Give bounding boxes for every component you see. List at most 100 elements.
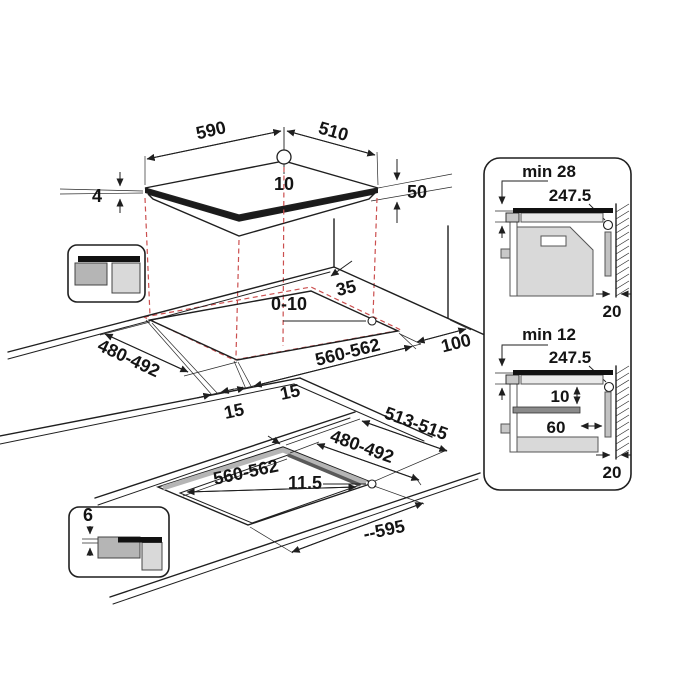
hob-glass-section [513,208,613,213]
dim-line-560 [253,346,413,388]
worktop-right-edge [333,266,488,337]
worktop-back-edge [94,411,356,499]
dim-line-480b [316,443,420,481]
dim-label-100: 100 [439,330,473,357]
inner-cutout-inline [182,458,288,497]
red-projection-line [144,197,151,317]
ext-tick [289,441,320,454]
ext-line [249,526,294,554]
red-projection-line [235,239,240,357]
dim-line-480 [104,333,189,373]
rebate-corner-hole [367,479,377,489]
flush-mount-detail-icon: 6 [68,505,170,578]
ext-line [285,418,361,446]
dim-arrow-35 [330,260,353,277]
dim-label-595: --595 [361,516,406,544]
worktop-back-edge-2 [97,417,351,506]
ext-line [377,173,453,189]
dim-line-590 [146,130,282,161]
icon-hob-body-block [141,542,163,571]
label-min-12: min 12 [522,325,576,344]
red-hob-footprint [142,286,403,361]
hob-glass-edge [145,188,378,221]
hob-trim-cap [505,212,520,223]
ext-line [145,319,213,396]
ext-line [373,485,425,505]
shelf-bar [512,406,581,414]
standard-mount-detail-icon [67,244,146,303]
red-projection-line [282,166,285,347]
red-projection-line [372,197,378,318]
worktop-front-right-edge-2 [293,383,425,442]
dim-label-0-10: 0-10 [271,294,307,314]
hob-trim-cap [505,374,520,385]
dim-line-595 [291,502,424,553]
dim-label-6: 6 [83,505,93,525]
projection-lines [142,166,403,361]
worktop-back-edge [7,266,335,353]
dim-label-15-front: 15 [278,380,302,404]
ext-line [183,361,238,377]
icon-glass-bar [78,256,140,262]
ext-line [233,360,247,390]
section-flush-install: min 12 247.5 10 60 [495,325,631,482]
worktop-cutout [147,290,401,361]
min-bracket [501,344,548,346]
worktop-front-edge-2 [0,383,295,445]
icon-glass-bar [118,537,162,543]
min-bracket [501,180,548,182]
inner-cutout-heavy-edge [287,453,361,487]
ext-line [399,333,422,345]
dim-label-60: 60 [547,418,566,437]
label-min-28: min 28 [522,162,576,181]
worktop-front-edge-2 [112,478,479,605]
label-247-5: 247.5 [549,348,592,367]
wall-hatching [615,203,630,297]
dim-label-50: 50 [407,182,427,202]
icon-hob-body-block [111,262,141,294]
ext-line [99,321,151,336]
drawer-body [516,436,599,453]
pipe-circle [603,381,615,393]
worktop-front-right-edge [299,377,433,438]
dim-label-590: 590 [194,117,228,143]
rear-spacer [604,231,612,277]
dim-track [187,386,244,401]
cabinet-side-panel [509,221,518,297]
dim-label-4: 4 [92,186,102,206]
worktop-back-edge-2 [7,271,331,360]
rear-spacer [604,391,612,438]
dim-label-20: 20 [603,463,622,482]
dim-label-hole-10: 10 [274,174,294,194]
dim-label-15-side: 15 [222,399,246,423]
dim-arrow-15 [231,386,246,394]
dim-label-510: 510 [316,118,350,146]
dim-label-35: 35 [334,276,358,300]
rebate-band [162,447,367,491]
oven-body [516,226,594,297]
dim-line-560b [186,486,357,496]
cabinet-side-panel [509,383,518,453]
dim-arrow-15 [220,386,235,394]
ext-line [398,332,417,350]
worktop-front-edge [109,472,481,598]
dim-label-11-5: 11.5 [288,473,322,493]
ext-line [151,322,219,395]
dim-line-510 [286,129,376,156]
dim-line-100 [416,328,467,344]
ext-line [59,188,144,192]
ext-line [449,319,472,331]
wall-hatching [615,365,630,459]
hob-body-section [520,212,604,223]
ext-line [370,186,453,202]
cabinet-tab [500,248,511,259]
label-247-5: 247.5 [549,186,592,205]
oven-vent [540,235,567,247]
cabinet-tab [500,423,511,434]
dim-label-480-492b: 480-492 [328,426,397,467]
dim-label-10: 10 [551,387,570,406]
icon-worktop-block [74,262,108,286]
hob-glass-section [513,370,613,375]
